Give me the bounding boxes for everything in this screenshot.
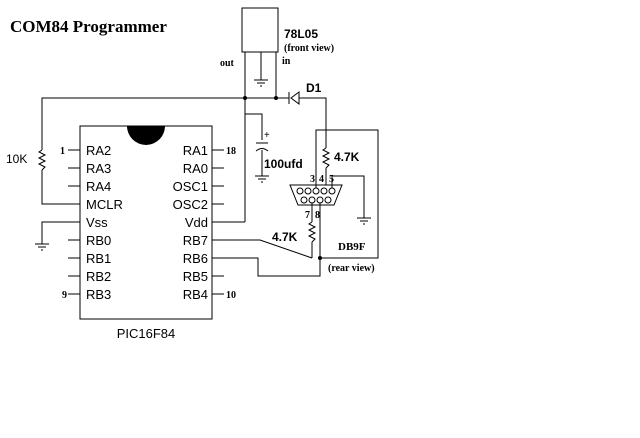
pin-label-rb6: RB6 [183, 251, 208, 266]
capacitor-100ufd: + 100ufd [245, 113, 303, 183]
pin-number-9: 9 [62, 290, 67, 301]
pin-label-rb0: RB0 [86, 233, 111, 248]
vcc-rail [41, 96, 276, 223]
db9-pin-4: 4 [319, 174, 324, 185]
pin-label-rb3: RB3 [86, 287, 111, 302]
pin-label-ra1: RA1 [183, 143, 208, 158]
db9-view: (rear view) [328, 263, 375, 274]
chip-right-pin-stubs [212, 149, 224, 295]
db9-pin-8: 8 [315, 210, 320, 221]
capacitor-plus: + [264, 130, 270, 141]
diode-d1: D1 [274, 81, 327, 148]
pin-label-ra4: RA4 [86, 179, 111, 194]
pin-label-mclr: MCLR [86, 197, 123, 212]
chip-notch [127, 126, 165, 145]
resistor-4k7-lower: 4.7K [272, 203, 317, 244]
pin-label-osc2: OSC2 [173, 197, 208, 212]
pin-label-ra0: RA0 [183, 161, 208, 176]
pin-number-10: 10 [226, 290, 236, 301]
db9-wiring [315, 129, 379, 259]
capacitor-label: 100ufd [264, 157, 303, 171]
db9-name: DB9F [338, 241, 366, 253]
diode-label: D1 [306, 81, 322, 95]
pin-label-ra2: RA2 [86, 143, 111, 158]
pin-label-rb1: RB1 [86, 251, 111, 266]
pin-label-rb7: RB7 [183, 233, 208, 248]
db9-pin-3: 3 [310, 174, 315, 185]
regulator-part-label: 78L05 [284, 27, 318, 41]
db9-pin-7: 7 [305, 210, 310, 221]
resistor-lower-label: 4.7K [272, 230, 298, 244]
db9-shell [289, 184, 343, 206]
pin-label-vss: Vss [86, 215, 108, 230]
pin-label-osc1: OSC1 [173, 179, 208, 194]
pin-label-rb2: RB2 [86, 269, 111, 284]
regulator-out-label: out [220, 58, 235, 69]
data-lines [224, 203, 322, 277]
pin-label-ra3: RA3 [86, 161, 111, 176]
db9-connector: 3 4 5 7 8 DB9F (rear view) [289, 174, 375, 274]
chip-label: PIC16F84 [117, 326, 176, 341]
regulator-view-label: (front view) [284, 43, 334, 54]
pin-label-vdd: Vdd [185, 215, 208, 230]
chip-left-pin-labels: RA2 RA3 RA4 MCLR Vss RB0 RB1 RB2 RB3 [86, 143, 123, 302]
pic-chip: PIC16F84 [79, 125, 213, 341]
regulator-body [241, 7, 279, 53]
chip-right-pin-labels: RA1 RA0 OSC1 OSC2 Vdd RB7 RB6 RB5 RB4 [173, 143, 208, 302]
pin-number-1: 1 [60, 146, 65, 157]
pin-number-18: 18 [226, 146, 236, 157]
chip-left-pin-stubs [68, 149, 80, 295]
pin-label-rb4: RB4 [183, 287, 208, 302]
resistor-10k: 10K [6, 149, 47, 171]
pin-label-rb5: RB5 [183, 269, 208, 284]
resistor-10k-label: 10K [6, 152, 27, 166]
resistor-4k7-upper: 4.7K [321, 147, 360, 185]
resistor-upper-label: 4.7K [334, 150, 360, 164]
vss-ground [35, 221, 68, 251]
regulator-in-label: in [282, 56, 291, 67]
regulator-78l05: 78L05 (front view) out in [220, 7, 334, 98]
regulator-ground-symbol [254, 79, 268, 87]
schematic-title: COM84 Programmer [10, 17, 167, 36]
